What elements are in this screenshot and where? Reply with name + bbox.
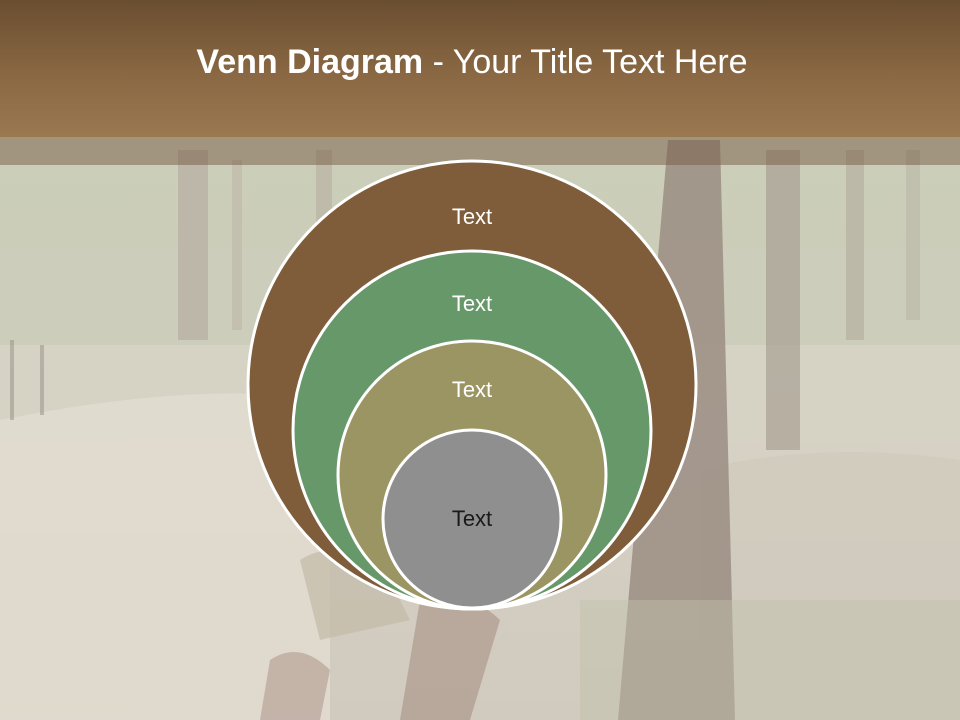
circle-third-label: Text bbox=[452, 377, 492, 402]
title-bold-text: Venn Diagram bbox=[196, 43, 424, 81]
circle-outer-label: Text bbox=[452, 204, 492, 229]
circle-inner-label: Text bbox=[452, 506, 492, 531]
circle-second-label: Text bbox=[452, 291, 492, 316]
slide-title: Venn Diagram - Your Title Text Here bbox=[0, 40, 944, 84]
circle-inner[interactable] bbox=[381, 428, 563, 610]
title-bar bbox=[0, 0, 960, 137]
title-rest-text: - Your Title Text Here bbox=[423, 43, 748, 81]
circle-inner-group[interactable]: Text bbox=[381, 428, 563, 610]
